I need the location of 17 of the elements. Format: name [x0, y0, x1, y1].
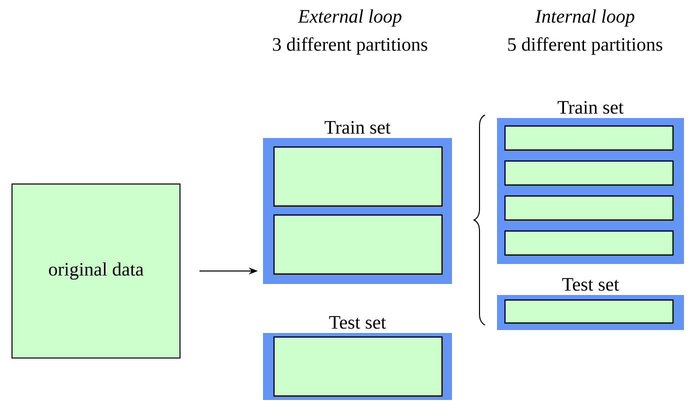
panel-heading: Test set [329, 316, 386, 329]
partition-box [273, 146, 443, 207]
partition-box [504, 125, 674, 151]
partition-box [504, 230, 674, 256]
panel-heading: Test set [562, 278, 619, 291]
column-heading: 5 different partitions [508, 37, 662, 55]
partition-box [504, 195, 674, 221]
data-box: original data [12, 184, 180, 358]
panel-heading: Train set [558, 101, 624, 114]
partition-box [504, 299, 674, 324]
column-heading: External loop [298, 9, 402, 27]
partition-box [273, 336, 443, 397]
panel-heading: Train set [324, 121, 391, 134]
partition-box [504, 160, 674, 186]
partition-box [273, 214, 443, 275]
column-heading: 3 different partitions [273, 37, 428, 55]
column-heading: Internal loop [535, 9, 634, 27]
